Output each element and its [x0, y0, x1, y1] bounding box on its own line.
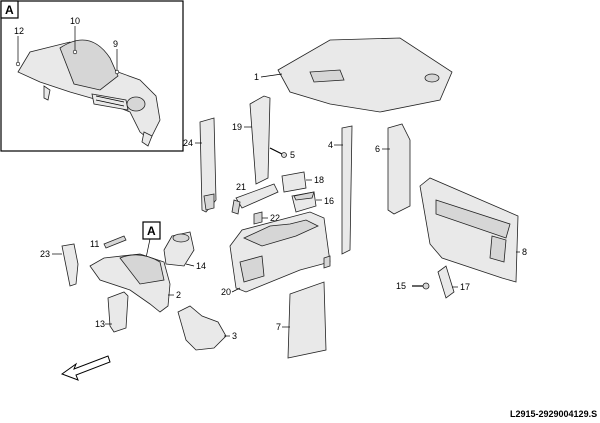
part-number-20: 20: [221, 287, 231, 297]
part-17-cover-plate: [437, 265, 455, 299]
part-number-8: 8: [522, 247, 527, 257]
screw-5: [269, 147, 287, 158]
part-number-23: 23: [40, 249, 50, 259]
part-number-13: 13: [95, 319, 105, 329]
part-23-mount: [61, 243, 79, 287]
part-number-16: 16: [324, 196, 334, 206]
part-21-bracket: [231, 183, 279, 215]
part-1-roof-panel: [277, 37, 453, 113]
part-24-pillar-cover: [199, 117, 217, 213]
part-number-4: 4: [328, 140, 333, 150]
part-2-duct-assembly: [89, 253, 171, 313]
part-14-hose: [163, 231, 195, 267]
screw-15: [412, 282, 430, 290]
document-reference: L2915-2929004129.S: [510, 409, 597, 419]
callout-a-box: [142, 221, 161, 240]
part-number-1: 1: [254, 72, 259, 82]
callout-a-label: A: [147, 224, 156, 238]
part-4-strip-trim: [341, 125, 353, 255]
part-19-pillar-trim: [249, 95, 271, 185]
part-3-elbow-duct: [177, 305, 227, 351]
part-number-19: 19: [232, 122, 242, 132]
part-22-clip: [253, 211, 263, 225]
part-number-12: 12: [14, 26, 24, 36]
part-number-9: 9: [113, 39, 118, 49]
part-11-grille: [103, 235, 127, 249]
part-number-14: 14: [196, 261, 206, 271]
part-number-11: 11: [90, 239, 99, 249]
part-number-24: 24: [183, 138, 193, 148]
part-18-cover: [281, 171, 307, 193]
part-13-outlet: [107, 291, 129, 333]
part-number-18: 18: [314, 175, 324, 185]
part-number-15: 15: [396, 281, 406, 291]
part-number-17: 17: [460, 282, 470, 292]
part-7-flat-panel: [287, 281, 327, 359]
part-number-5: 5: [290, 150, 295, 160]
detail-inset-tag: A: [5, 3, 14, 17]
part-number-21: 21: [236, 182, 246, 192]
part-number-2: 2: [176, 290, 181, 300]
front-direction-arrow: [60, 355, 111, 381]
part-6-rear-pillar-trim: [387, 123, 411, 215]
detail-inset-tag-box: [0, 0, 19, 19]
part-number-10: 10: [70, 16, 80, 26]
part-20-side-panel: [229, 211, 331, 293]
part-number-3: 3: [232, 331, 237, 341]
part-16-bin: [291, 191, 317, 213]
part-number-6: 6: [375, 144, 380, 154]
part-8-rear-side-panel: [419, 177, 519, 283]
part-number-22: 22: [270, 213, 280, 223]
part-number-7: 7: [276, 322, 281, 332]
